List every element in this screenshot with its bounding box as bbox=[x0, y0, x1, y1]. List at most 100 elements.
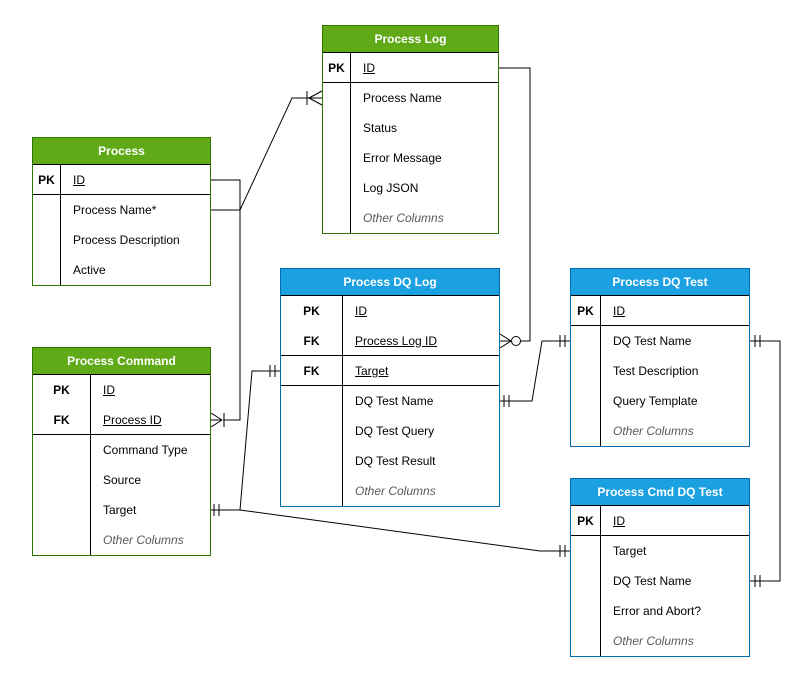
fk-badge: FK bbox=[281, 326, 343, 355]
column-name: ID bbox=[613, 303, 625, 318]
row-status[interactable]: Status bbox=[323, 113, 498, 143]
row-dq-test-result[interactable]: DQ Test Result bbox=[281, 446, 499, 476]
exactly-one-icon bbox=[504, 395, 509, 407]
entity-title[interactable]: Process bbox=[33, 138, 210, 165]
entity-title[interactable]: Process DQ Log bbox=[281, 269, 499, 296]
column-name: Process Log ID bbox=[355, 333, 438, 348]
column-name: Other Columns bbox=[613, 424, 694, 438]
row-process-id[interactable]: FK Process ID bbox=[33, 405, 210, 435]
row-id[interactable]: PK ID bbox=[33, 375, 210, 405]
column-name: ID bbox=[355, 304, 367, 318]
row-target[interactable]: Target bbox=[571, 536, 749, 566]
row-error-message[interactable]: Error Message bbox=[323, 143, 498, 173]
column-name: ID bbox=[613, 513, 625, 528]
fk-badge: FK bbox=[281, 356, 343, 385]
exactly-one-icon bbox=[560, 335, 565, 347]
column-name: DQ Test Name bbox=[613, 334, 692, 348]
row-process-log-id[interactable]: FK Process Log ID bbox=[281, 326, 499, 356]
exactly-one-icon bbox=[560, 545, 565, 557]
row-source[interactable]: Source bbox=[33, 465, 210, 495]
row-other-columns[interactable]: Other Columns bbox=[323, 203, 498, 233]
column-name: Target bbox=[355, 363, 389, 378]
entity-title[interactable]: Process Cmd DQ Test bbox=[571, 479, 749, 506]
row-other-columns[interactable]: Other Columns bbox=[33, 525, 210, 555]
row-other-columns[interactable]: Other Columns bbox=[571, 626, 749, 656]
entity-process-cmd-dq-test[interactable]: Process Cmd DQ Test PK ID Target DQ Test… bbox=[570, 478, 750, 657]
row-test-description[interactable]: Test Description bbox=[571, 356, 749, 386]
edge-process-dq-log-to-process-dq-test[interactable] bbox=[500, 335, 570, 407]
column-name: Query Template bbox=[613, 394, 698, 408]
column-name: Other Columns bbox=[103, 533, 184, 547]
row-other-columns[interactable]: Other Columns bbox=[571, 416, 749, 446]
row-other-columns[interactable]: Other Columns bbox=[281, 476, 499, 506]
column-name: Error and Abort? bbox=[613, 604, 702, 618]
row-error-and-abort[interactable]: Error and Abort? bbox=[571, 596, 749, 626]
row-log-json[interactable]: Log JSON bbox=[323, 173, 498, 203]
edge-process-to-process-log[interactable] bbox=[211, 91, 322, 210]
row-id[interactable]: PK ID bbox=[281, 296, 499, 326]
row-id[interactable]: PK ID bbox=[571, 506, 749, 536]
entity-title[interactable]: Process DQ Test bbox=[571, 269, 749, 296]
row-id[interactable]: PK ID bbox=[33, 165, 210, 195]
entity-title[interactable]: Process Log bbox=[323, 26, 498, 53]
edge-process-log-to-process-dq-log[interactable] bbox=[499, 68, 530, 348]
column-name: Other Columns bbox=[363, 211, 444, 225]
entity-process-log[interactable]: Process Log PK ID Process Name Status Er… bbox=[322, 25, 499, 234]
entity-process-command[interactable]: Process Command PK ID FK Process ID Comm… bbox=[32, 347, 211, 556]
exactly-one-icon bbox=[270, 365, 275, 377]
column-name: Log JSON bbox=[363, 181, 419, 195]
column-name: Target bbox=[103, 503, 137, 517]
row-dq-test-name[interactable]: DQ Test Name bbox=[571, 566, 749, 596]
row-id[interactable]: PK ID bbox=[571, 296, 749, 326]
pk-badge: PK bbox=[323, 53, 351, 82]
column-name: Other Columns bbox=[613, 634, 694, 648]
row-active[interactable]: Active bbox=[33, 255, 210, 285]
entity-process-dq-test[interactable]: Process DQ Test PK ID DQ Test Name Test … bbox=[570, 268, 750, 447]
column-name: DQ Test Name bbox=[613, 574, 692, 588]
pk-badge: PK bbox=[281, 296, 343, 326]
exactly-one-icon bbox=[214, 504, 219, 516]
column-name: Process Name bbox=[363, 91, 442, 105]
row-dq-test-name[interactable]: DQ Test Name bbox=[281, 386, 499, 416]
one-or-many-icon bbox=[307, 91, 322, 105]
row-dq-test-query[interactable]: DQ Test Query bbox=[281, 416, 499, 446]
zero-or-many-icon bbox=[500, 334, 521, 348]
column-name: DQ Test Name bbox=[355, 394, 434, 408]
one-or-many-icon bbox=[211, 413, 224, 427]
row-process-name[interactable]: Process Name bbox=[323, 83, 498, 113]
entity-title[interactable]: Process Command bbox=[33, 348, 210, 375]
pk-badge: PK bbox=[571, 506, 601, 535]
entity-process[interactable]: Process PK ID Process Name* Process Desc… bbox=[32, 137, 211, 286]
column-name: ID bbox=[363, 60, 375, 75]
column-name: Process Description bbox=[73, 233, 180, 247]
column-name: DQ Test Query bbox=[355, 424, 435, 438]
edge-process-dq-test-to-process-cmd-dq-test[interactable] bbox=[750, 335, 780, 587]
row-process-description[interactable]: Process Description bbox=[33, 225, 210, 255]
column-name: Target bbox=[613, 544, 647, 558]
row-process-name[interactable]: Process Name* bbox=[33, 195, 210, 225]
pk-badge: PK bbox=[33, 165, 61, 194]
column-name: Other Columns bbox=[355, 484, 436, 498]
exactly-one-icon bbox=[755, 335, 760, 347]
column-name: ID bbox=[73, 172, 85, 187]
exactly-one-icon bbox=[755, 575, 760, 587]
edge-process-command-to-process-dq-log[interactable] bbox=[211, 365, 280, 516]
column-name: Process ID bbox=[103, 412, 162, 427]
row-id[interactable]: PK ID bbox=[323, 53, 498, 83]
edge-process-command-to-process-cmd-dq-test[interactable] bbox=[240, 510, 570, 557]
row-command-type[interactable]: Command Type bbox=[33, 435, 210, 465]
row-target[interactable]: Target bbox=[33, 495, 210, 525]
pk-badge: PK bbox=[571, 296, 601, 325]
column-name: ID bbox=[103, 383, 115, 397]
edge-process-to-process-command[interactable] bbox=[211, 180, 240, 427]
column-name: Command Type bbox=[103, 443, 188, 457]
pk-badge: PK bbox=[33, 375, 91, 405]
column-name: Status bbox=[363, 121, 398, 135]
column-name: Active bbox=[73, 263, 106, 277]
entity-process-dq-log[interactable]: Process DQ Log PK ID FK Process Log ID F… bbox=[280, 268, 500, 507]
row-query-template[interactable]: Query Template bbox=[571, 386, 749, 416]
column-name: Source bbox=[103, 473, 142, 487]
row-target[interactable]: FK Target bbox=[281, 356, 499, 386]
row-dq-test-name[interactable]: DQ Test Name bbox=[571, 326, 749, 356]
